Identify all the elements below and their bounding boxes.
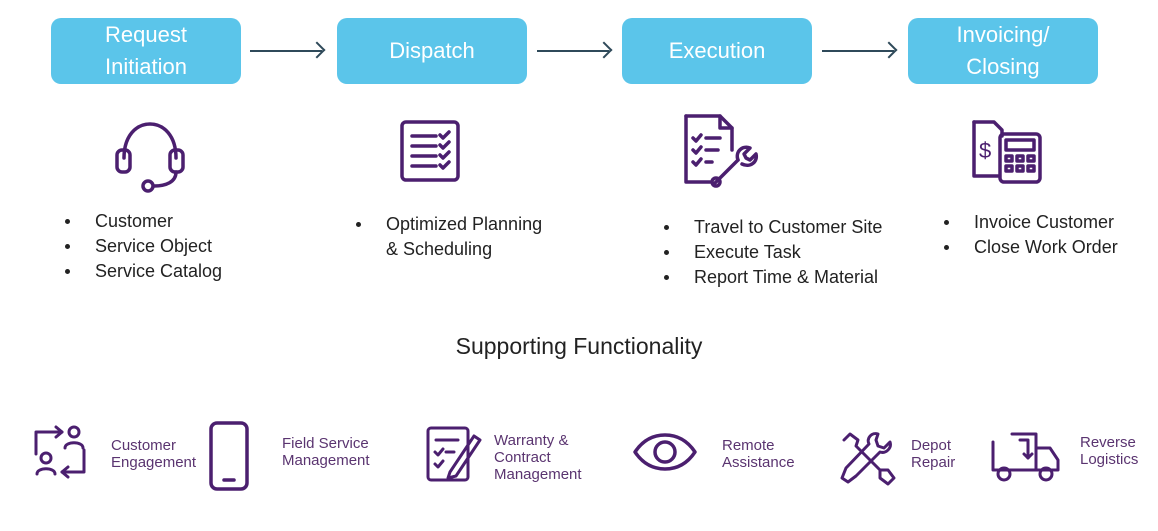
eye-icon	[632, 432, 698, 472]
list-item: Service Object	[62, 234, 222, 259]
supporting-label: Field Service Management	[282, 435, 370, 469]
supporting-functionality-title: Supporting Functionality	[455, 333, 703, 359]
checklist-icon	[396, 118, 466, 186]
supporting-label: Customer Engagement	[111, 437, 197, 471]
supporting-label: Warranty & Contract Management	[494, 432, 582, 483]
tools-icon	[836, 426, 898, 488]
stage-dispatch-bullets: Optimized Planning & Scheduling	[353, 212, 542, 262]
stage-execution-bullets: Travel to Customer Site Execute Task Rep…	[661, 215, 882, 290]
clipboard-wrench-icon	[680, 110, 760, 192]
list-item: Service Catalog	[62, 259, 222, 284]
list-item: Report Time & Material	[661, 265, 882, 290]
stage-request-initiation-bullets: Customer Service Object Service Catalog	[62, 209, 222, 284]
list-item: Invoice Customer	[941, 210, 1118, 235]
invoice-calculator-icon: $	[968, 112, 1046, 188]
list-item: Travel to Customer Site	[661, 215, 882, 240]
customer-engagement-icon	[32, 424, 88, 480]
stage-execution: Execution	[622, 18, 812, 84]
svg-text:$: $	[979, 138, 991, 163]
supporting-label: Remote Assistance	[722, 437, 795, 471]
stage-invoicing-bullets: Invoice Customer Close Work Order	[941, 210, 1118, 260]
headset-icon	[110, 118, 190, 193]
supporting-label: Depot Repair	[911, 437, 956, 471]
supporting-label: Reverse Logistics	[1080, 434, 1139, 468]
truck-icon	[990, 428, 1062, 484]
list-item: Optimized Planning & Scheduling	[353, 212, 542, 262]
stage-dispatch: Dispatch	[337, 18, 527, 84]
document-pen-icon	[424, 422, 484, 484]
flow-arrow	[250, 50, 322, 52]
stage-request-initiation: Request Initiation	[51, 18, 241, 84]
list-item: Customer	[62, 209, 222, 234]
flow-arrow	[537, 50, 609, 52]
flow-arrow	[822, 50, 894, 52]
list-item: Execute Task	[661, 240, 882, 265]
mobile-phone-icon	[208, 420, 250, 492]
stage-invoicing-closing: Invoicing/ Closing	[908, 18, 1098, 84]
list-item: Close Work Order	[941, 235, 1118, 260]
